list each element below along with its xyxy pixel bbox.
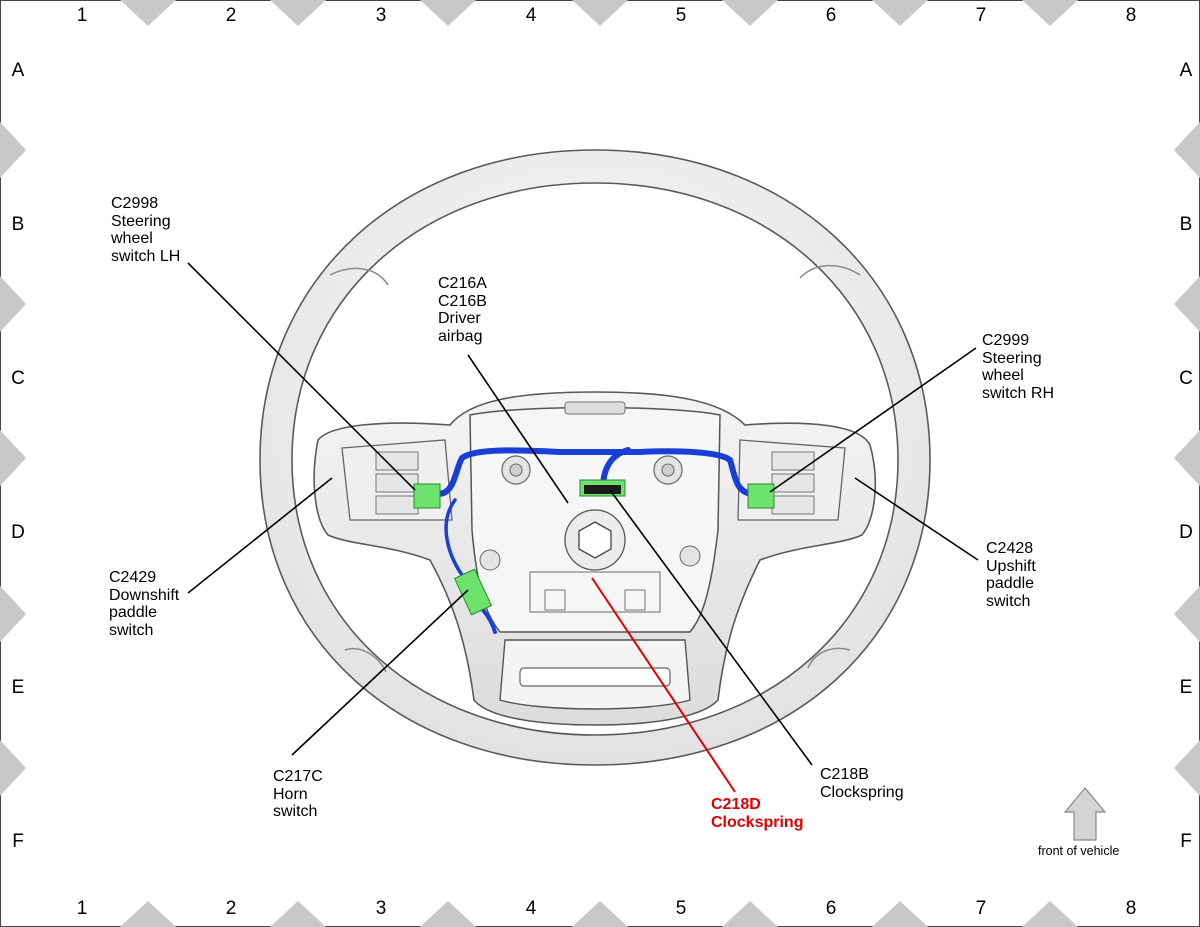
- grid-col-label: 7: [975, 5, 987, 26]
- leader-c218b: [609, 489, 813, 766]
- label-c218b: C218B Clockspring: [820, 766, 904, 801]
- leader-c2428: [854, 477, 979, 561]
- connector-c2998: [413, 483, 441, 509]
- grid-col-label: 5: [675, 898, 687, 919]
- label-c217c: C217C Horn switch: [273, 768, 323, 820]
- grid-row-label: F: [1180, 831, 1192, 852]
- connector-c2999: [747, 483, 775, 509]
- connector-c218b-body: [584, 485, 621, 494]
- leader-lines: [187, 262, 979, 766]
- grid-row-label: D: [11, 522, 25, 543]
- grid-col-label: 8: [1125, 898, 1137, 919]
- connector-c217c: [453, 568, 493, 616]
- grid-col-label: 6: [825, 898, 837, 919]
- label-c2428: C2428 Upshift paddle switch: [986, 540, 1036, 610]
- leader-c2999: [769, 347, 977, 493]
- grid-col-label: 6: [825, 5, 837, 26]
- label-c218d: C218D Clockspring: [711, 796, 804, 831]
- grid-row-label: D: [1179, 522, 1193, 543]
- grid-col-label: 2: [225, 898, 237, 919]
- grid-row-label: C: [1179, 368, 1193, 389]
- grid-col-label: 7: [975, 898, 987, 919]
- rim-joint: [329, 267, 389, 286]
- leader-c218d: [591, 577, 736, 793]
- label-c216: C216A C216B Driver airbag: [438, 275, 487, 345]
- leader-c2998: [187, 262, 416, 491]
- grid-col-label: 5: [675, 5, 687, 26]
- grid-col-label: 8: [1125, 5, 1137, 26]
- grid-col-label: 4: [525, 5, 537, 26]
- wheel-rim: [259, 149, 931, 766]
- leader-c216: [467, 354, 569, 504]
- grid-col-label: 3: [375, 898, 387, 919]
- grid-col-label: 4: [525, 898, 537, 919]
- grid-row-label: E: [11, 677, 25, 698]
- connectors: [413, 479, 775, 616]
- front-arrow-icon: [1063, 787, 1107, 841]
- grid-row-label: B: [11, 214, 25, 235]
- rim-joint: [799, 264, 861, 279]
- grid-row-label: A: [1179, 60, 1193, 81]
- grid-col-label: 3: [375, 5, 387, 26]
- leader-c217c: [291, 589, 469, 756]
- label-c2429: C2429 Downshift paddle switch: [109, 569, 180, 639]
- grid-row-label: C: [11, 368, 25, 389]
- rim-joint: [807, 647, 851, 669]
- grid-col-label: 2: [225, 5, 237, 26]
- grid-col-label: 1: [76, 898, 88, 919]
- front-of-vehicle-label: front of vehicle: [1038, 844, 1120, 858]
- grid-row-label: B: [1179, 214, 1193, 235]
- grid-row-label: A: [11, 60, 25, 81]
- grid-row-label: F: [12, 831, 24, 852]
- label-c2998: C2998 Steering wheel switch LH: [111, 195, 181, 265]
- steering-wheel: [259, 149, 931, 766]
- grid-col-label: 1: [76, 5, 88, 26]
- grid-row-label: E: [1179, 677, 1193, 698]
- leader-c2429: [187, 477, 333, 594]
- label-c2999: C2999 Steering wheel switch RH: [982, 332, 1055, 402]
